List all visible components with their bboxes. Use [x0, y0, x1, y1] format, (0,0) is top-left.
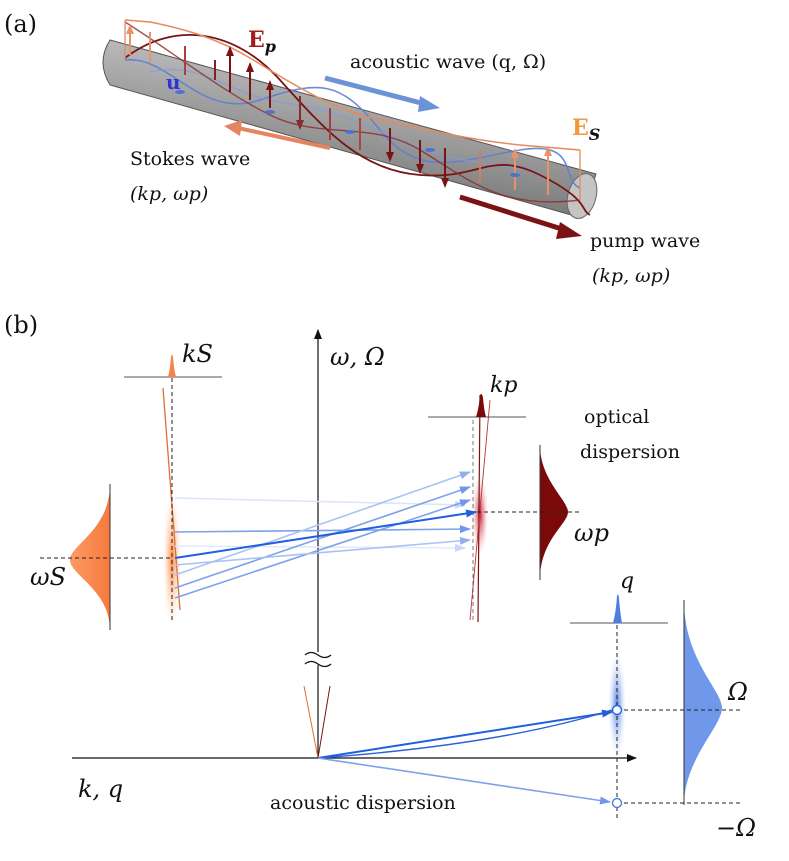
acoustic-wave-label: acoustic wave (q, Ω) [350, 51, 546, 73]
omega-big-label: Ω [727, 678, 748, 706]
stokes-wave-label: Stokes wave [130, 148, 250, 170]
es-label: ES [572, 115, 600, 144]
stokes-dispersion [124, 354, 222, 628]
k-axis-label: k, q [78, 775, 123, 803]
optical-transition-arrows [174, 471, 477, 599]
pump-gaussian [477, 445, 580, 580]
neg-omega-label: −Ω [716, 814, 756, 842]
acoustic-dispersion-label: acoustic dispersion [270, 792, 456, 814]
ep-wave-curve-2 [124, 21, 581, 203]
es-wave-curve-2 [124, 20, 581, 200]
axis-break-symbol [304, 651, 332, 668]
panel-b-label: (b) [4, 311, 38, 339]
acoustic-transition-arrows [317, 704, 623, 809]
u-label: u [166, 70, 181, 94]
u-markers [175, 90, 520, 177]
q-label: q [620, 569, 634, 594]
kp-label: kp [490, 373, 517, 398]
omega-s-label: ωS [30, 563, 66, 591]
stokes-gaussian [40, 484, 172, 630]
u-wave-curve [124, 59, 581, 189]
acoustic-wave-arrow [324, 75, 440, 112]
field-arrow-heads [126, 24, 552, 188]
fiber-illustration [102, 19, 598, 239]
origin-line-red [317, 685, 331, 759]
es-wave-curve [124, 19, 581, 151]
ks-label: kS [182, 340, 213, 368]
stokes-wave-params: (kp, ωp) [130, 183, 208, 205]
pump-wave-label: pump wave [590, 230, 700, 252]
origin-line-orange [303, 685, 319, 759]
optical-dispersion-line2: dispersion [580, 441, 680, 463]
omega-axis-label: ω, Ω [330, 343, 385, 371]
acoustic-gaussian [617, 600, 740, 805]
ep-wave-curve [124, 34, 591, 216]
pump-dispersion [428, 394, 526, 623]
pump-wave-params: (kp, ωp) [592, 265, 670, 287]
ep-label: Ep [248, 27, 276, 56]
optical-dispersion-line1: optical [584, 406, 649, 428]
u-wave-curve-2 [149, 68, 541, 173]
omega-p-label: ωp [574, 519, 609, 547]
panel-a-label: (a) [4, 10, 37, 38]
stokes-wave-arrow [224, 120, 331, 150]
pump-wave-arrow [459, 194, 582, 239]
